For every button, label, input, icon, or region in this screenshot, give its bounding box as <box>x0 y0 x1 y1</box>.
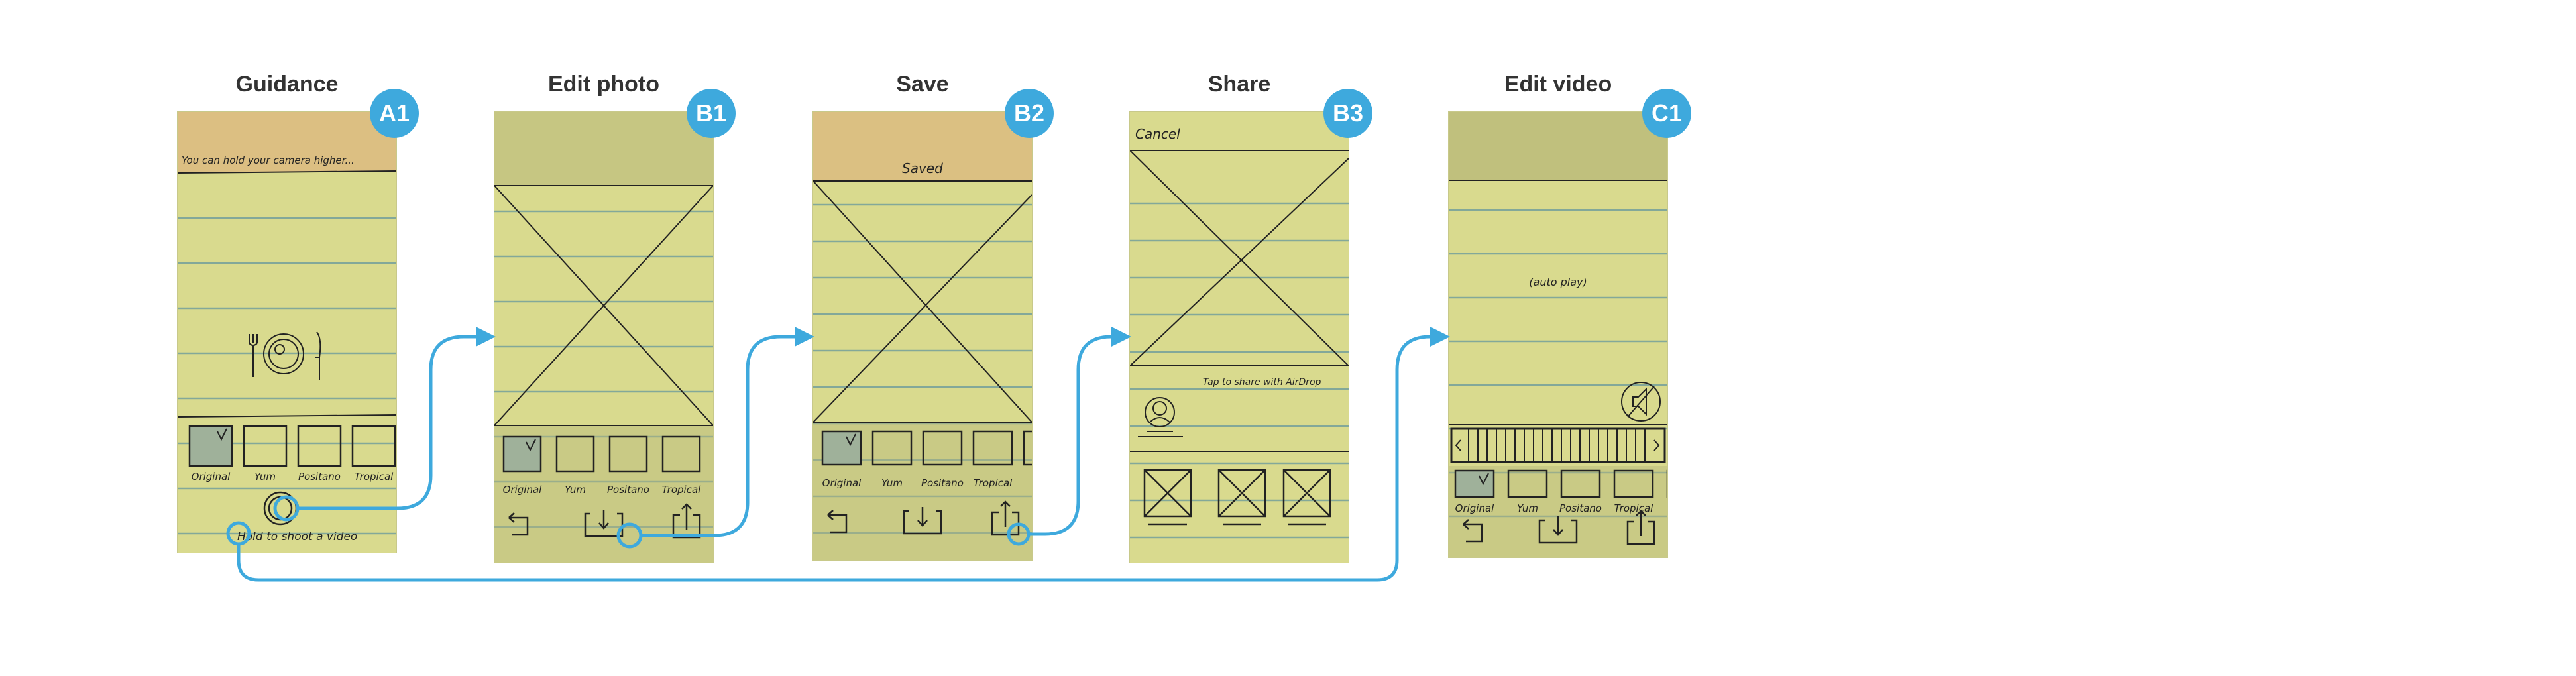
timeline-arrows-icon <box>1455 439 1660 451</box>
save-sketch: Saved Original Yum Positano Tropical <box>813 112 1032 560</box>
photo-placeholder <box>494 185 713 426</box>
share-sketch: Cancel Tap to share with AirDrop <box>1130 126 1349 539</box>
check-icon <box>1479 473 1489 486</box>
screen-title-share: Share <box>1207 72 1271 97</box>
screen-title-edit-photo: Edit photo <box>547 72 660 97</box>
filter-option[interactable]: Original <box>503 435 543 496</box>
filter-label: Positano <box>921 477 964 489</box>
shutter-button[interactable] <box>263 491 298 526</box>
filter-label: Yum <box>565 484 586 496</box>
badge-b1: B1 <box>687 89 736 138</box>
filter-label: Tropical <box>662 484 701 496</box>
filter-label: Original <box>503 484 543 496</box>
check-icon <box>217 428 227 441</box>
auto-play-label: (auto play) <box>1529 276 1587 288</box>
edit-photo-sketch: Original Yum Positano Tropical <box>494 112 713 563</box>
hold-to-shoot-hint: Hold to shoot a video <box>237 530 357 543</box>
share-option-2[interactable] <box>1217 469 1266 526</box>
filter-label: Original <box>822 477 862 489</box>
filter-label: Original <box>192 471 231 482</box>
filter-label: Original <box>1455 502 1495 514</box>
filter-option[interactable]: Positano <box>297 425 342 482</box>
airdrop-contact-avatar-icon[interactable] <box>1138 397 1183 437</box>
photo-placeholder <box>1130 150 1349 366</box>
filter-label: Tropical <box>974 477 1013 489</box>
badge-c1: C1 <box>1642 89 1691 138</box>
filter-label: Positano <box>298 471 341 482</box>
video-timeline[interactable] <box>1450 427 1666 463</box>
screen-edit-video: (auto play) Original Yum Positano Tropical <box>1449 112 1667 557</box>
filter-label: Yum <box>1517 502 1538 514</box>
download-button[interactable] <box>1538 516 1578 544</box>
airdrop-hint: Tap to share with AirDrop <box>1203 377 1321 388</box>
mute-icon[interactable] <box>1621 382 1661 422</box>
share-button[interactable] <box>1626 510 1655 545</box>
filter-option[interactable]: Yum <box>243 425 288 482</box>
filter-label: Tropical <box>355 471 394 482</box>
cancel-button[interactable]: Cancel <box>1135 126 1180 142</box>
edit-video-sketch: (auto play) Original Yum Positano Tropical <box>1449 112 1667 557</box>
filter-option[interactable]: Positano <box>1559 469 1602 514</box>
screen-save: Saved Original Yum Positano Tropical <box>813 112 1032 560</box>
photo-placeholder <box>813 180 1032 423</box>
saved-status: Saved <box>902 160 943 176</box>
filter-option[interactable]: Yum <box>1507 469 1548 514</box>
guidance-sketch: You can hold your camera higher... Origi… <box>178 112 396 543</box>
connector-b2-to-b3 <box>1029 327 1131 536</box>
screen-title-edit-video: Edit video <box>1504 72 1612 97</box>
badge-a1: A1 <box>370 89 419 138</box>
filter-option[interactable]: Original <box>188 425 233 482</box>
screen-guidance: You can hold your camera higher... Origi… <box>178 112 396 553</box>
fork-plate-knife-icon <box>249 331 321 380</box>
share-option-1[interactable] <box>1143 469 1192 526</box>
screen-share: Cancel Tap to share with AirDrop <box>1130 112 1349 563</box>
filter-label: Tropical <box>1614 502 1653 514</box>
back-button[interactable] <box>1463 519 1483 543</box>
badge-b3: B3 <box>1323 89 1372 138</box>
screen-title-save: Save <box>896 72 949 97</box>
badge-b2: B2 <box>1005 89 1054 138</box>
filter-label: Positano <box>1559 502 1602 514</box>
filter-label: Yum <box>254 471 276 482</box>
filter-label: Yum <box>881 477 903 489</box>
filter-label: Positano <box>607 484 649 496</box>
guidance-header-text: You can hold your camera higher... <box>182 154 355 166</box>
filter-option[interactable]: Original <box>1454 469 1495 514</box>
share-option-3[interactable] <box>1282 469 1331 526</box>
screen-edit-photo: Original Yum Positano Tropical <box>494 112 713 563</box>
screen-title-guidance: Guidance <box>235 72 339 97</box>
filter-option[interactable]: Original <box>821 430 862 489</box>
filter-option[interactable]: Tropical <box>351 425 396 482</box>
filter-option[interactable]: Tropical <box>1613 469 1654 514</box>
